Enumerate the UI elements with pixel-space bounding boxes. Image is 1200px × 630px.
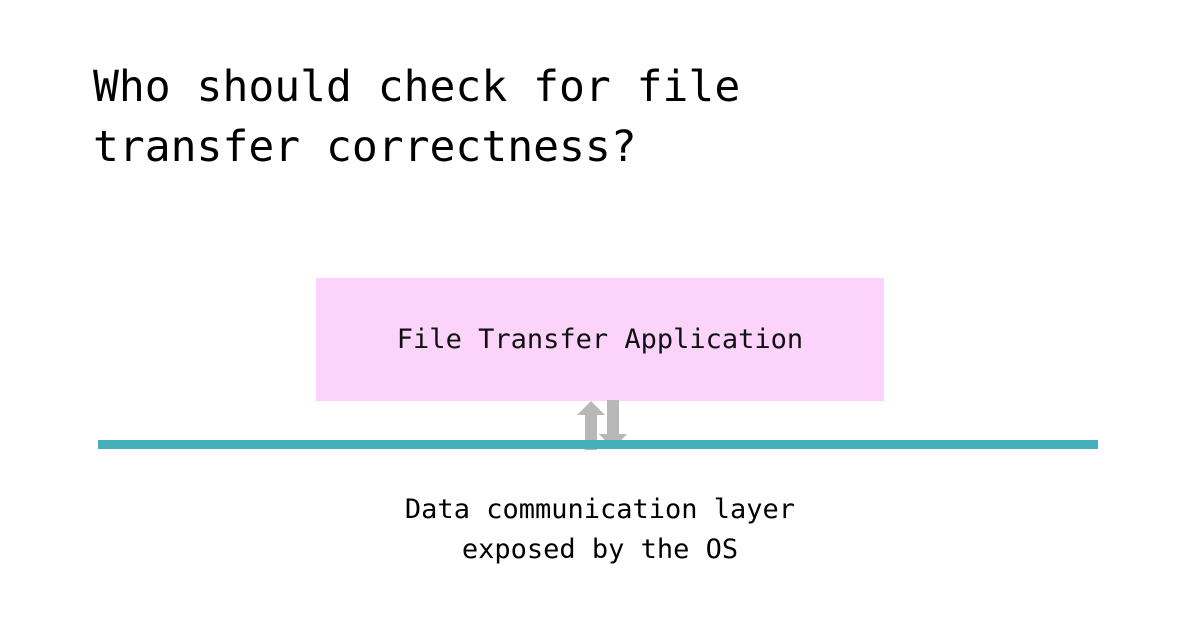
- application-box-label: File Transfer Application: [396, 323, 804, 355]
- os-layer-caption: Data communication layer exposed by the …: [404, 494, 796, 565]
- bidirectional-arrows: [576, 400, 628, 450]
- slide-title: Who should check for file transfer corre…: [93, 62, 741, 172]
- arrow-up-icon: [577, 401, 605, 450]
- arrow-down-icon: [599, 400, 627, 449]
- application-box: File Transfer Application: [316, 278, 884, 401]
- os-layer-line: [98, 440, 1098, 449]
